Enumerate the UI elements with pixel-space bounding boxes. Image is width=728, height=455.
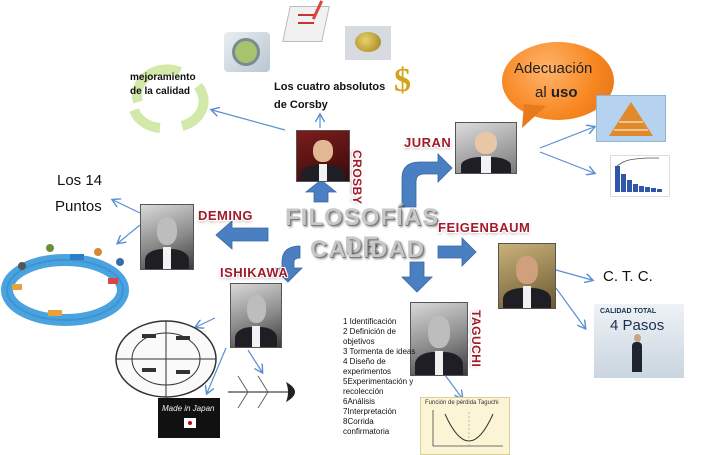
magnifier-image [224, 32, 270, 72]
block-arrow-feigenbaum [438, 238, 476, 266]
absolutos-label-line2: de Corsby [274, 99, 328, 111]
pareto-chart [610, 155, 670, 197]
adecuacion-label-line2: al uso [535, 84, 578, 101]
puntos-label-line2: Puntos [55, 198, 102, 215]
deming-name-tag: DEMING [198, 208, 253, 223]
taguchi-loss-function-chart: Función de pérdida Taguchi [420, 397, 510, 455]
taguchi-step: 7Interpretación [343, 407, 415, 417]
taguchi-step: 4 Diseño de [343, 357, 415, 367]
fishbone-diagram [224, 370, 304, 412]
mejoramiento-label-line1: mejoramiento [130, 72, 196, 83]
taguchi-step: 1 Identificación [343, 317, 415, 327]
made-in-japan-image: Made in Japan [158, 398, 220, 438]
adecuacion-label-line1: Adecuación [514, 60, 592, 77]
block-arrow-crosby [306, 180, 336, 202]
ishikawa-portrait [230, 283, 282, 348]
feigenbaum-name-tag: FEIGENBAUM [438, 220, 530, 235]
ishikawa-circle-diagram [112, 318, 220, 400]
ctc-label: C. T. C. [603, 268, 653, 285]
juran-name-tag: JURAN [404, 135, 451, 150]
adecuacion-al: al [535, 84, 551, 101]
block-arrow-taguchi [402, 262, 432, 292]
crosby-name-tag: CROSBY [350, 150, 364, 204]
calidad-total-image: CALIDAD TOTAL [594, 304, 684, 378]
juran-portrait [455, 122, 517, 174]
taguchi-step: recolección [343, 387, 415, 397]
calidad-total-caption: CALIDAD TOTAL [600, 308, 656, 315]
taguchi-step: experimentos [343, 367, 415, 377]
bubble-tail [520, 104, 550, 130]
dollar-icon-image: $ [392, 62, 422, 102]
checklist-image [276, 0, 334, 44]
made-in-japan-caption: Made in Japan [162, 404, 214, 413]
taguchi-step: 6Análisis [343, 397, 415, 407]
crosby-portrait [296, 130, 350, 182]
coins-image [345, 26, 391, 60]
taguchi-portrait [410, 302, 468, 376]
pasos-label: 4 Pasos [610, 317, 664, 334]
block-arrow-deming [216, 221, 268, 249]
taguchi-step: 2 Definición de [343, 327, 415, 337]
feigenbaum-portrait [498, 243, 556, 309]
taguchi-step: objetivos [343, 337, 415, 347]
taguchi-name-tag: TAGUCHI [469, 310, 483, 367]
deming-portrait [140, 204, 194, 270]
taguchi-step: 5Experimentación y [343, 377, 415, 387]
taguchi-steps-list: 1 Identificación 2 Definición de objetiv… [343, 317, 415, 437]
puntos-cycle-diagram [0, 228, 135, 328]
center-title-line2: CALIDAD [310, 236, 410, 264]
block-arrow-juran [402, 154, 452, 207]
puntos-label-line1: Los 14 [57, 172, 102, 189]
taguchi-step: 3 Tormenta de ideas [343, 347, 415, 357]
taguchi-step: confirmatoria [343, 427, 415, 437]
taguchi-step: 8Corrida [343, 417, 415, 427]
pyramid-chart [596, 95, 666, 142]
adecuacion-uso: uso [551, 84, 578, 101]
ishikawa-name-tag: ISHIKAWA [220, 265, 288, 280]
absolutos-label-line1: Los cuatro absolutos [274, 81, 385, 93]
mejoramiento-label-line2: de la calidad [130, 86, 190, 97]
